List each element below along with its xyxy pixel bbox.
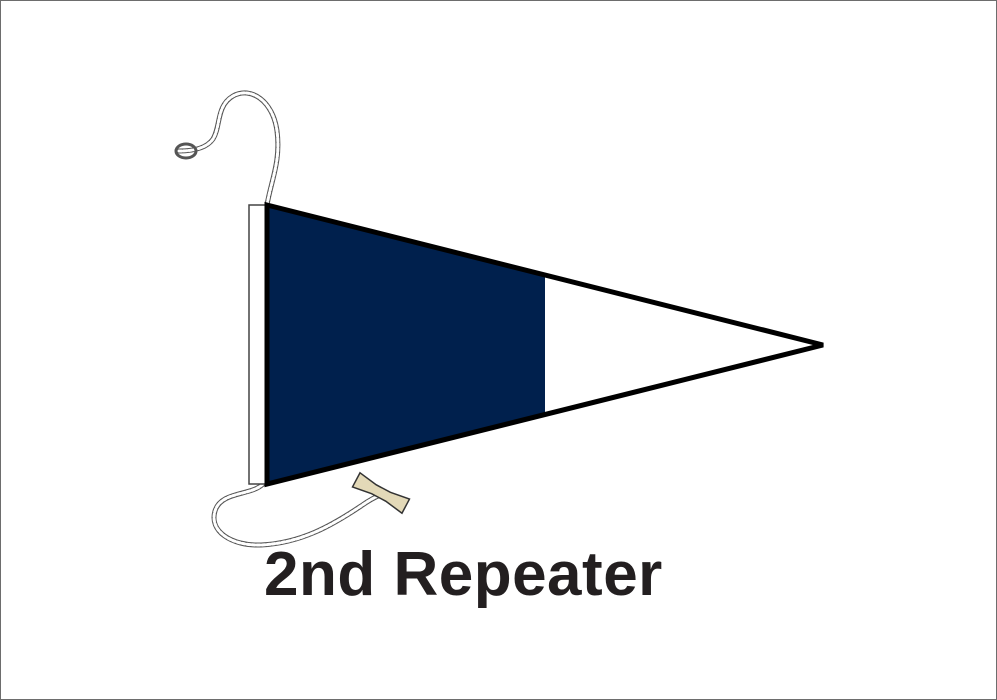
wooden-toggle <box>351 471 411 515</box>
lower-rope <box>211 481 389 548</box>
flag-caption: 2nd Repeater <box>264 540 663 609</box>
pennant-outline <box>264 201 824 488</box>
pennant-white-section <box>545 205 823 484</box>
hoist-sleeve <box>248 204 268 485</box>
upper-rope <box>174 90 281 208</box>
